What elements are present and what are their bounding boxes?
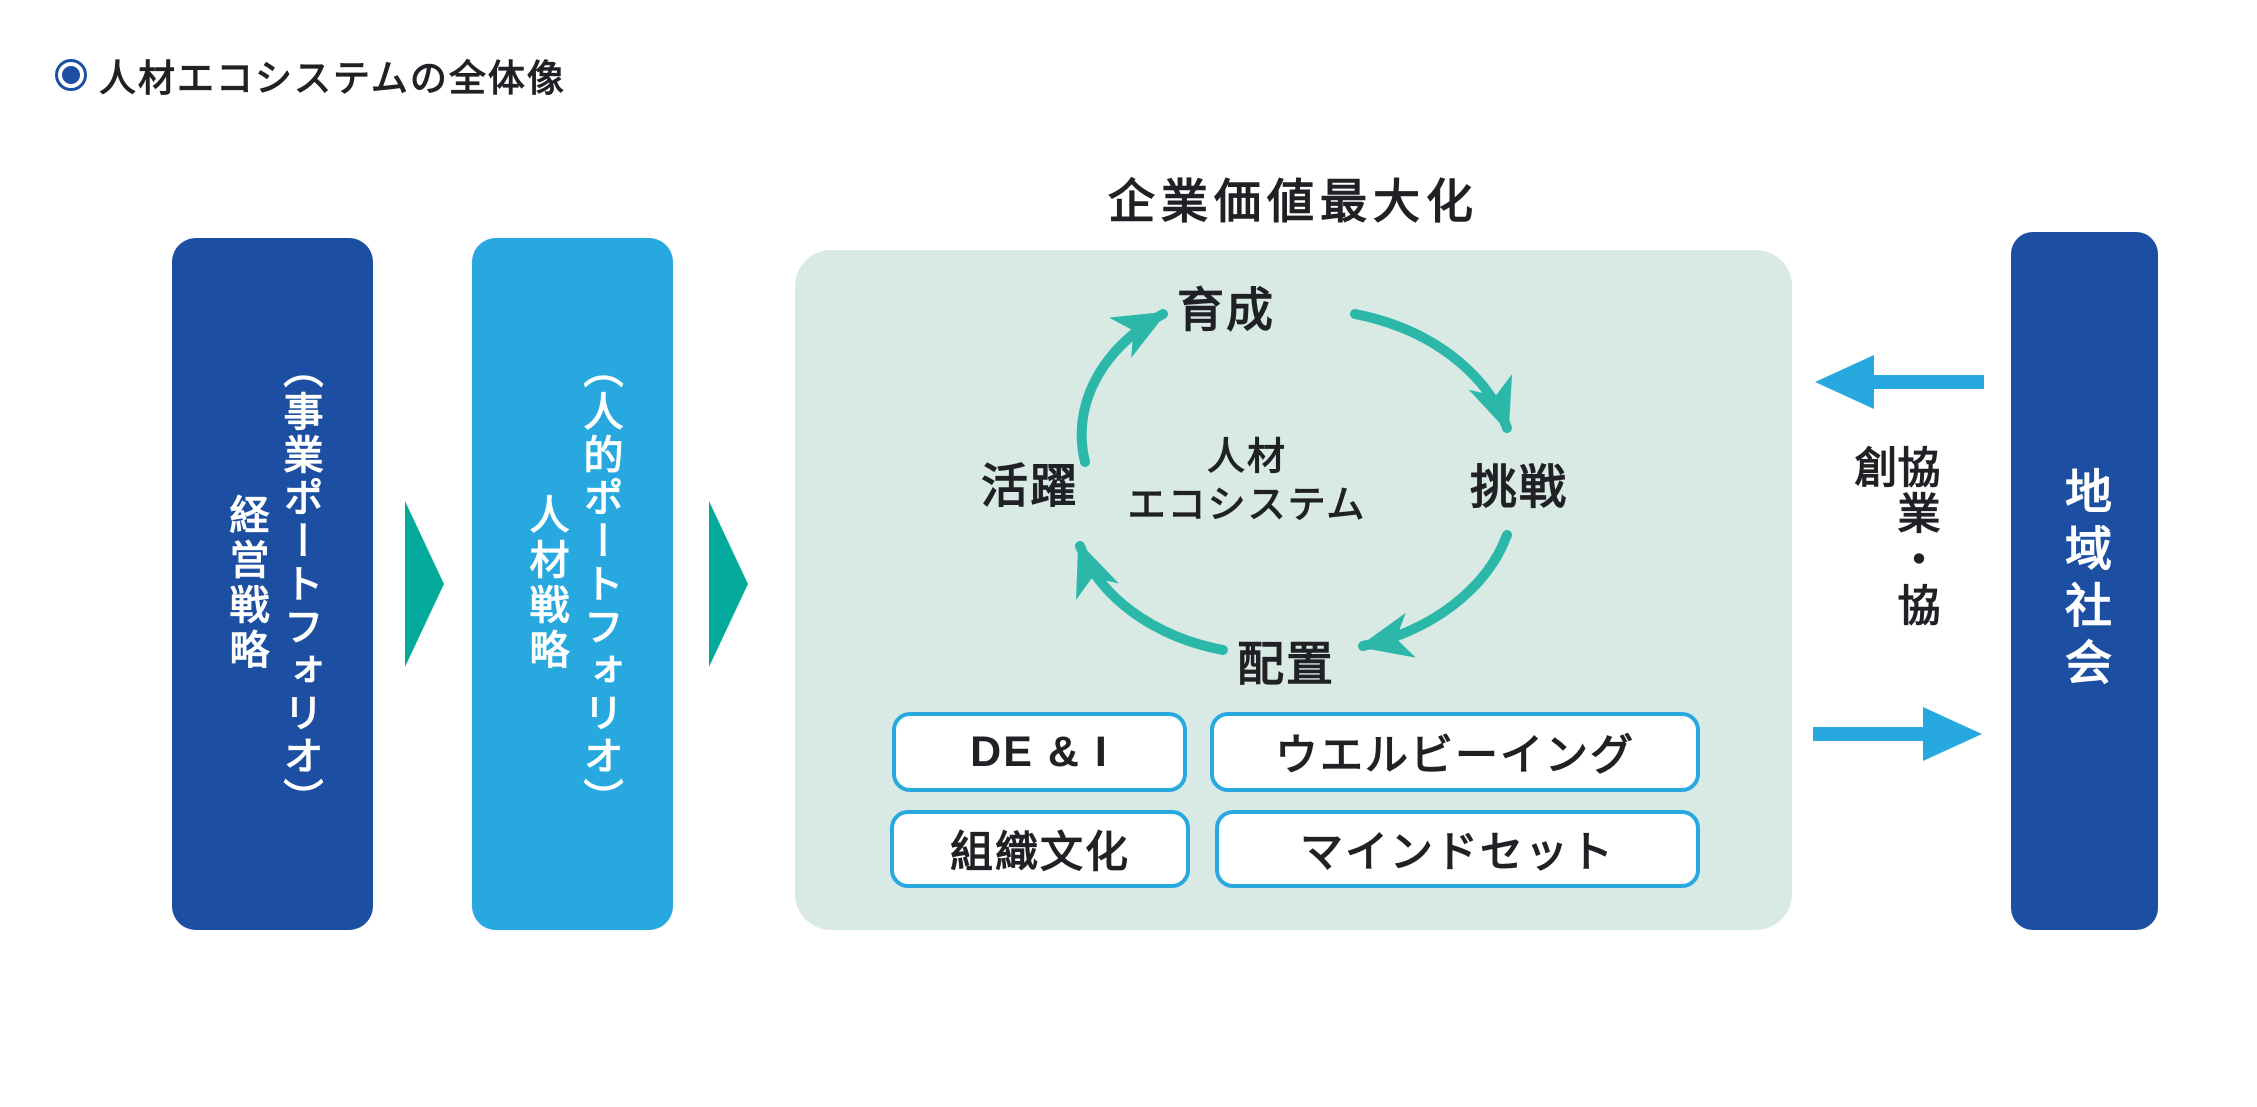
hr-strategy-label: 人材戦略: [523, 494, 568, 674]
cycle-arrows: [1075, 309, 1513, 658]
management-strategy-label: 経営戦略: [223, 494, 268, 674]
foundation-box-culture: 組織文化: [890, 810, 1190, 888]
cycle-step-ikusei: 育成: [1177, 283, 1275, 337]
flow-arrow-icon: [709, 501, 748, 667]
arrow-right-icon: [1813, 707, 1982, 761]
cycle-step-katsuyaku: 活躍: [981, 459, 1079, 513]
header: 人材エコシステムの全体像: [55, 48, 566, 102]
ecosystem-heading: 企業価値最大化: [1108, 175, 1479, 228]
cycle-arc-bottom-to-left: [1075, 541, 1228, 655]
relation-label: 協業・協創: [1848, 445, 1939, 629]
management-strategy-sublabel: （事業ポートフォリオ）: [277, 347, 322, 821]
community-arrows: [1813, 355, 1984, 761]
community-box: 地域社会: [2011, 232, 2158, 930]
cycle-arc-top-to-right: [1350, 309, 1513, 433]
cycle-step-chousen: 挑戦: [1470, 460, 1568, 514]
page-title: 人材エコシステムの全体像: [99, 58, 566, 99]
management-strategy-box: 経営戦略 （事業ポートフォリオ）: [172, 238, 373, 930]
hr-strategy-box: 人材戦略 （人的ポートフォリオ）: [472, 238, 673, 930]
cycle-center-label: 人材 エコシステム: [1128, 435, 1367, 530]
cycle-center-line1: 人材: [1206, 436, 1287, 479]
flow-arrow-icon: [405, 501, 444, 667]
foundation-box-wellbeing: ウエルビーイング: [1210, 712, 1700, 792]
ecosystem-panel: 育成 挑戦 配置 活躍 人材 エコシステム DE & I ウエルビーイング 組織…: [795, 250, 1792, 930]
cycle-step-haichi: 配置: [1237, 637, 1335, 691]
hr-strategy-sublabel: （人的ポートフォリオ）: [577, 347, 622, 821]
foundation-box-dei: DE & I: [892, 712, 1187, 792]
community-label: 地域社会: [2058, 467, 2111, 695]
arrow-left-icon: [1815, 355, 1984, 409]
cycle-center-line2: エコシステム: [1127, 484, 1367, 526]
bullet-icon: [55, 59, 87, 91]
cycle-arc-right-to-bottom: [1358, 530, 1512, 658]
foundation-box-mindset: マインドセット: [1215, 810, 1700, 888]
cycle-arc-left-to-top: [1076, 309, 1168, 467]
